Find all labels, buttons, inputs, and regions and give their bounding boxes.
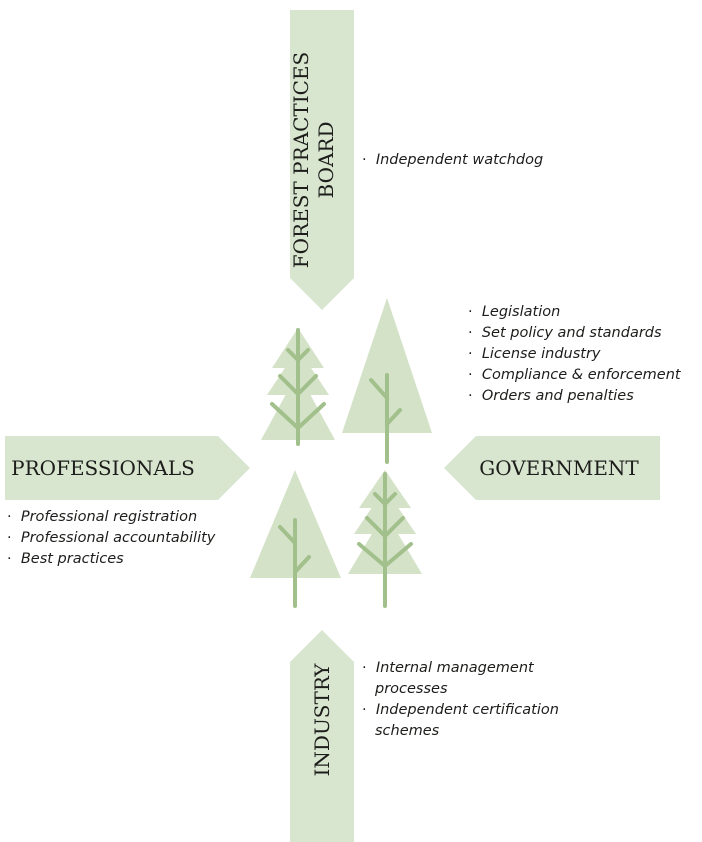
government-bullet: Legislation: [468, 302, 702, 323]
government-bullet: License industry: [468, 344, 702, 365]
government-bullet: Orders and penalties: [468, 386, 702, 407]
fir-tree-icon: [261, 328, 335, 446]
professionals-arrow-shape: [5, 436, 250, 500]
professionals-bullets: Professional registration Professional a…: [7, 507, 257, 570]
board-arrow-shape: [290, 10, 354, 310]
board-arrow: FOREST PRACTICES BOARD: [289, 10, 354, 310]
board-label-line1: FOREST PRACTICES: [289, 52, 313, 268]
government-arrow: GOVERNMENT: [444, 436, 660, 500]
industry-bullet: Independent certification schemes: [362, 700, 582, 742]
government-bullets: Legislation Set policy and standards Lic…: [468, 302, 702, 407]
deciduous-tree-icon: [250, 470, 341, 608]
industry-arrow: INDUSTRY: [290, 630, 354, 842]
board-bullet: Independent watchdog: [362, 150, 662, 171]
professionals-label: PROFESSIONALS: [11, 456, 195, 480]
professionals-bullet: Professional accountability: [7, 528, 257, 549]
industry-bullet: Internal management processes: [362, 658, 582, 700]
professionals-bullet: Professional registration: [7, 507, 257, 528]
industry-bullets: Internal management processes Independen…: [362, 658, 582, 742]
deciduous-tree-icon: [342, 298, 432, 464]
board-label-line2: BOARD: [314, 121, 338, 198]
professionals-arrow: PROFESSIONALS: [5, 436, 250, 500]
professionals-bullet: Best practices: [7, 549, 257, 570]
government-arrow-shape: [444, 436, 660, 500]
government-bullet: Compliance & enforcement: [468, 365, 702, 386]
industry-arrow-shape: [290, 630, 354, 842]
board-bullets: Independent watchdog: [362, 150, 662, 171]
government-bullet: Set policy and standards: [468, 323, 702, 344]
government-label: GOVERNMENT: [479, 456, 639, 480]
industry-label: INDUSTRY: [310, 663, 334, 777]
fir-tree-icon: [348, 470, 422, 608]
